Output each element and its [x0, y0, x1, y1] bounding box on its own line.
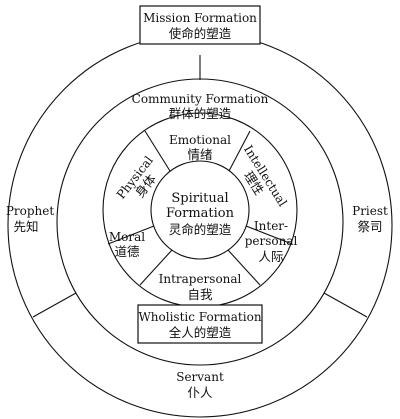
physical-group: Physical 身体 — [114, 153, 160, 201]
emotional-label-zh: 情绪 — [187, 147, 212, 162]
priest-label-zh: 祭司 — [357, 219, 382, 234]
intrapersonal-label-zh: 自我 — [187, 287, 213, 302]
spoke-intrapersonal-moral — [139, 249, 173, 286]
servant-label-zh: 仆人 — [187, 385, 213, 400]
spoke-emotional-intellectual — [228, 130, 251, 172]
spiritual-label-en2: Formation — [166, 206, 235, 221]
servant-label-en: Servant — [176, 370, 224, 384]
mission-label-zh: 使命的塑造 — [169, 26, 232, 41]
priest-label-en: Priest — [352, 204, 388, 218]
prophet-label-zh: 先知 — [13, 219, 38, 234]
emotional-label-en: Emotional — [169, 133, 231, 147]
wholistic-label-en: Wholistic Formation — [138, 310, 261, 324]
divider-left — [32, 292, 77, 318]
moral-label-zh: 道德 — [114, 244, 140, 259]
spiritual-label-zh: 灵命的塑造 — [169, 222, 232, 237]
mission-label-en: Mission Formation — [143, 11, 257, 25]
mission-box — [139, 5, 261, 45]
wholistic-label-zh: 全人的塑造 — [169, 325, 232, 340]
interpersonal-label-en2: personal — [245, 234, 298, 248]
intrapersonal-label-en: Intrapersonal — [159, 272, 242, 286]
community-label-en: Community Formation — [132, 92, 269, 106]
core-circle — [150, 160, 250, 260]
divider-right — [323, 292, 368, 318]
spoke-moral-physical — [107, 225, 155, 245]
spoke-physical-emotional — [144, 130, 171, 172]
spiritual-label-en1: Spiritual — [171, 191, 228, 206]
spoke-intellectual-interpersonal — [245, 225, 293, 245]
interpersonal-label-zh: 人际 — [258, 249, 283, 264]
community-label-zh: 群体的塑造 — [169, 106, 232, 121]
prophet-label-en: Prophet — [6, 204, 55, 218]
spoke-interpersonal-intrapersonal — [227, 249, 261, 286]
moral-label-en: Moral — [109, 230, 145, 244]
wholistic-box — [137, 304, 263, 344]
interpersonal-label-en1: Inter- — [254, 219, 288, 233]
